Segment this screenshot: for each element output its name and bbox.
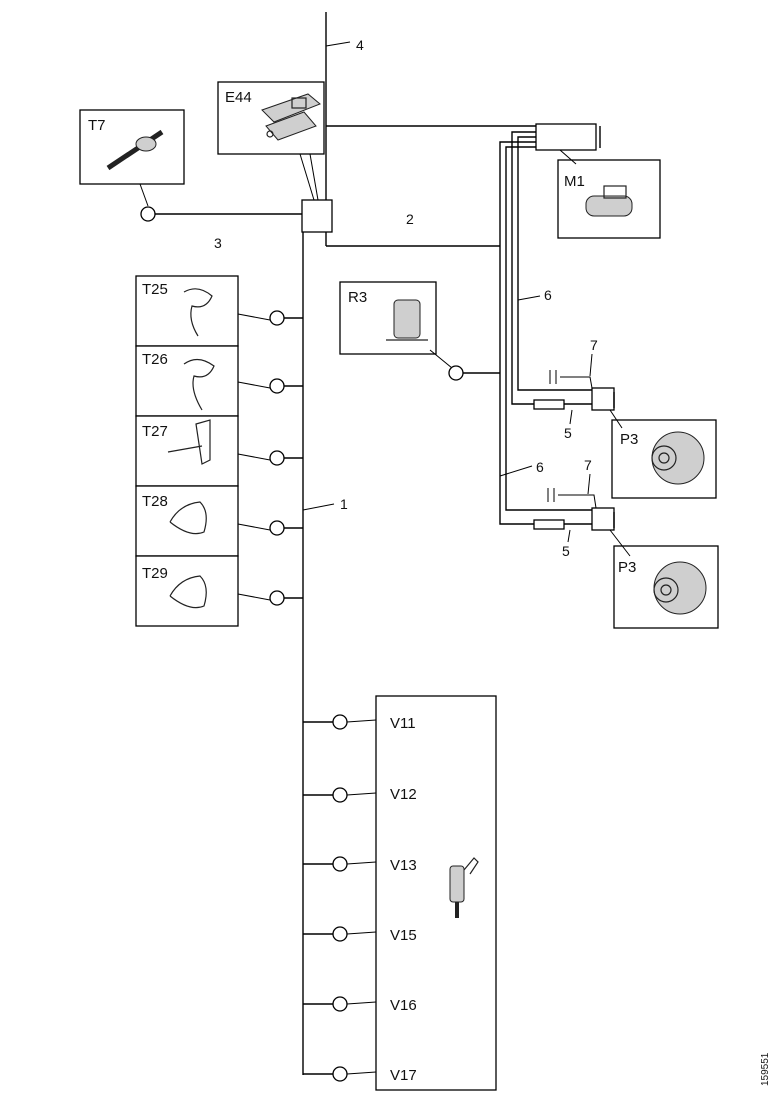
callout-1: 1 xyxy=(340,496,348,512)
label-t25: T25 xyxy=(142,281,168,298)
t26-box xyxy=(135,345,239,417)
label-t7: T7 xyxy=(88,117,106,134)
v12-connector xyxy=(332,787,348,803)
v15-connector xyxy=(332,926,348,942)
label-t28: T28 xyxy=(142,493,168,510)
label-r3: R3 xyxy=(348,289,367,306)
label-t29: T29 xyxy=(142,565,168,582)
t28-box xyxy=(135,485,239,557)
callout-2: 2 xyxy=(406,211,414,227)
label-t27: T27 xyxy=(142,423,168,440)
t27-box xyxy=(135,415,239,487)
t28-connector xyxy=(269,520,285,536)
e44-leader xyxy=(299,153,315,201)
v11-connector xyxy=(332,714,348,730)
label-v15: V15 xyxy=(390,927,417,944)
t7-sensor-icon xyxy=(106,129,164,171)
m1-starter-icon xyxy=(585,185,633,217)
p3-lower-alternator-icon xyxy=(653,561,707,615)
r3-relay-icon xyxy=(386,299,428,341)
e44-leader-2 xyxy=(309,153,319,201)
m1-leader xyxy=(559,149,577,165)
component-5-lower xyxy=(533,519,565,530)
wire-4-leader xyxy=(325,41,351,47)
t25-sensor-icon xyxy=(183,288,213,337)
m1-connector xyxy=(535,123,597,151)
label-v13: V13 xyxy=(390,857,417,874)
t27-sensor-icon xyxy=(167,419,211,465)
label-v12: V12 xyxy=(390,786,417,803)
v17-connector xyxy=(332,1066,348,1082)
label-v11: V11 xyxy=(390,715,416,732)
t7-box xyxy=(79,109,185,185)
p3-upper-connector xyxy=(591,387,615,411)
e44-ecu-icon xyxy=(261,93,321,141)
t28-sensor-icon xyxy=(169,501,207,535)
callout-6-lower: 6 xyxy=(536,459,544,475)
callout-4: 4 xyxy=(356,37,364,53)
t7-leader xyxy=(139,183,149,207)
m1-box xyxy=(557,159,661,239)
p3-lower-connector xyxy=(591,507,615,531)
v13-connector xyxy=(332,856,348,872)
t25-box xyxy=(135,275,239,347)
callout-3: 3 xyxy=(214,235,222,251)
t26-connector xyxy=(269,378,285,394)
t29-sensor-icon xyxy=(169,575,207,609)
label-m1: M1 xyxy=(564,173,585,190)
injector-icon xyxy=(449,857,479,918)
harness-6d xyxy=(505,146,594,511)
r3-leader xyxy=(429,349,453,369)
p3-upper-alternator-icon xyxy=(651,431,705,485)
callout-5-upper: 5 xyxy=(564,425,572,441)
label-e44: E44 xyxy=(225,89,252,106)
v16-connector xyxy=(332,996,348,1012)
wire-1-leader xyxy=(302,503,335,511)
label-v17: V17 xyxy=(390,1067,417,1084)
callout-7-upper: 7 xyxy=(590,337,598,353)
harness-6b xyxy=(517,136,596,391)
callout-6-upper: 6 xyxy=(544,287,552,303)
label-v16: V16 xyxy=(390,997,417,1014)
t7-connector xyxy=(140,206,156,222)
t27-connector xyxy=(269,450,285,466)
label-t26: T26 xyxy=(142,351,168,368)
injector-connectors xyxy=(303,714,377,1082)
label-p3-upper: P3 xyxy=(620,431,638,448)
figure-id: 159551 xyxy=(760,1052,771,1086)
t29-connector xyxy=(269,590,285,606)
sensor-connectors xyxy=(237,310,303,606)
callout-5-lower: 5 xyxy=(562,543,570,559)
sensor-stack xyxy=(135,275,239,627)
injector-box xyxy=(375,695,497,1091)
junction-box xyxy=(301,199,333,233)
callout-7-lower: 7 xyxy=(584,457,592,473)
t25-connector xyxy=(269,310,285,326)
t29-box xyxy=(135,555,239,627)
component-5-upper xyxy=(533,399,565,410)
t26-sensor-icon xyxy=(183,358,215,411)
label-p3-lower: P3 xyxy=(618,559,636,576)
r3-connector xyxy=(448,365,464,381)
